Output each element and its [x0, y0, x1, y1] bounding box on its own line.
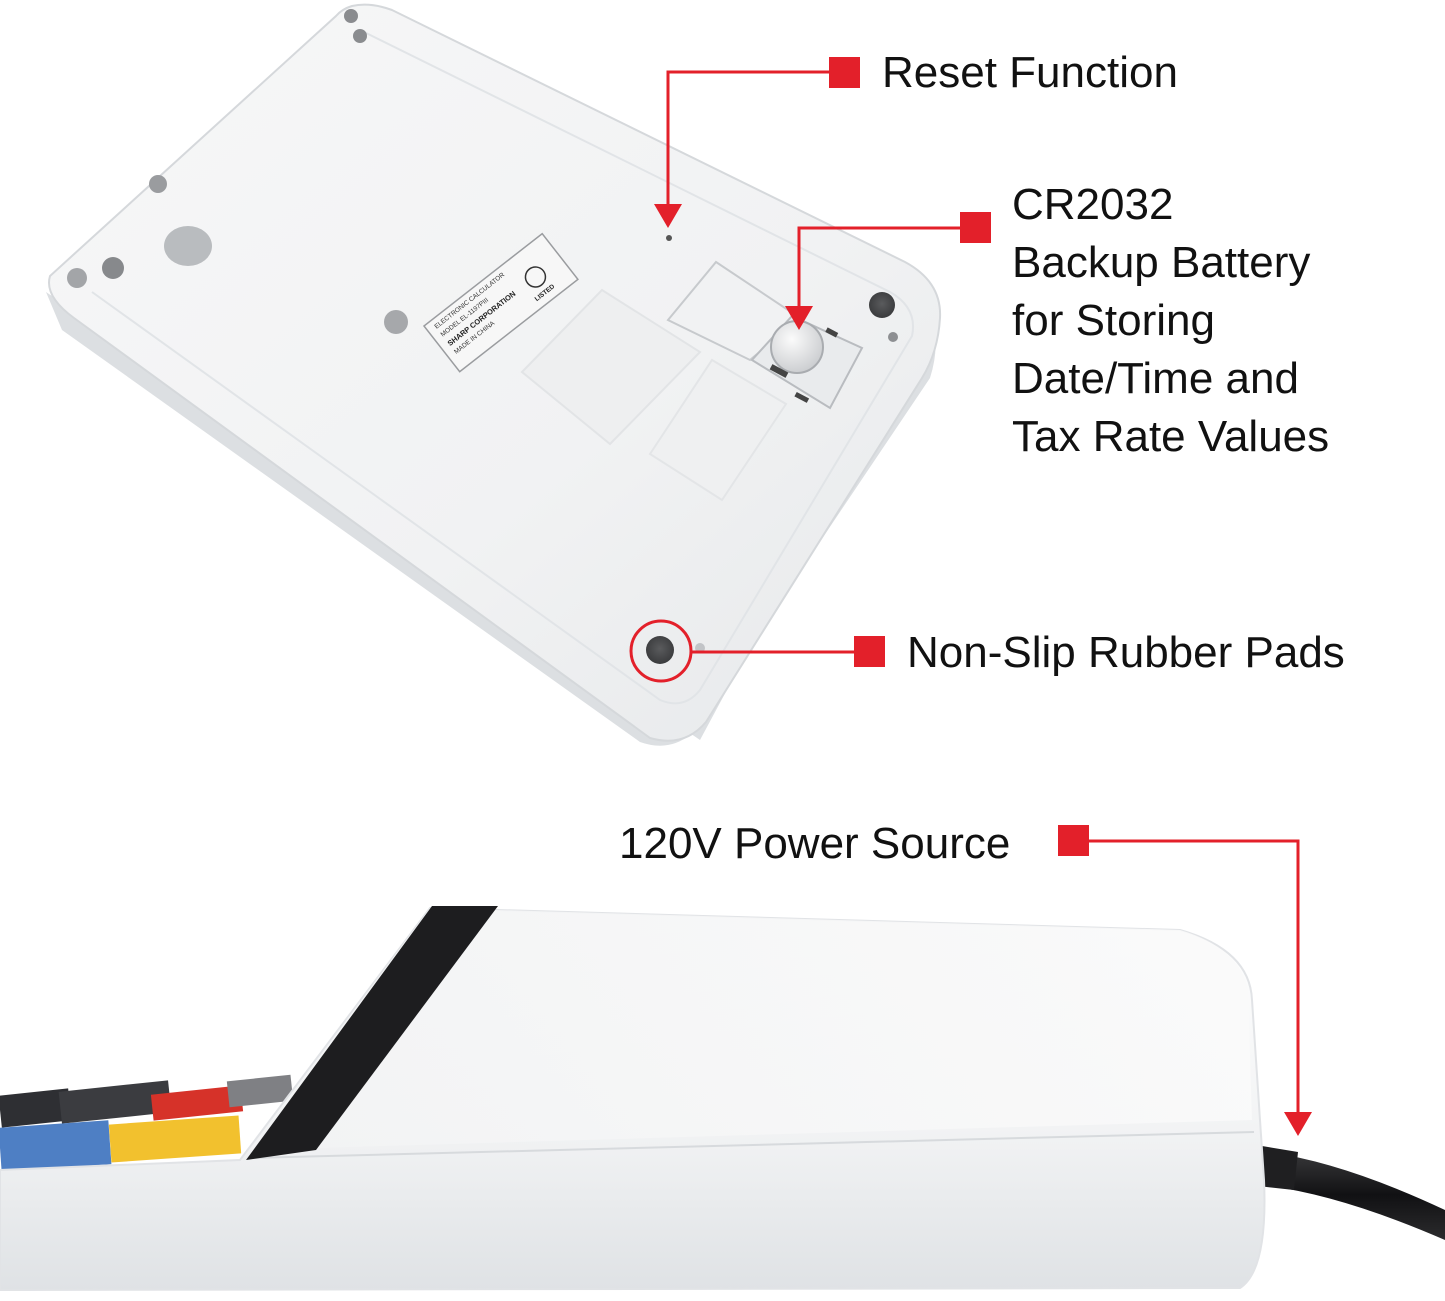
callout-reset	[654, 57, 860, 228]
screw-hole	[149, 175, 167, 193]
callout-power	[1058, 825, 1312, 1136]
ul-listed-mark	[524, 266, 547, 288]
callout-battery	[785, 212, 991, 330]
power-source-label: 120V Power Source	[619, 819, 1011, 868]
key-yellow	[108, 1115, 242, 1163]
backup-battery-label-line: Tax Rate Values	[1012, 412, 1330, 461]
callout-arrowhead	[1284, 1112, 1312, 1136]
display-bezel	[246, 906, 498, 1160]
callout-line	[797, 226, 976, 310]
side-seam	[249, 1131, 1255, 1159]
battery-clip	[794, 391, 810, 403]
rubber-pad-highlighted	[646, 636, 674, 664]
reset-hole	[666, 235, 672, 241]
cable-strain-relief	[1258, 1146, 1298, 1190]
callout-marker	[1058, 825, 1089, 856]
underside-rim	[91, 29, 914, 705]
callout-arrowhead	[654, 204, 682, 228]
rubber-pad	[869, 292, 895, 318]
callout-line	[666, 70, 845, 210]
rubber-pads-label: Non-Slip Rubber Pads	[907, 628, 1345, 677]
battery-clip	[769, 364, 789, 378]
calculator-side-view	[0, 906, 1445, 1292]
callout-marker	[854, 636, 885, 667]
callout-marker	[829, 57, 860, 88]
hanging-slot	[164, 226, 212, 266]
power-cable	[1248, 1150, 1445, 1240]
screw-hole	[102, 257, 124, 279]
callout-marker	[960, 212, 991, 243]
backup-battery-label-line: for Storing	[1012, 296, 1215, 345]
calculator-underside: ELECTRONIC CALCULATOR MODEL EL-1197PIII …	[46, 3, 942, 746]
callout-arrowhead	[785, 306, 813, 330]
reset-function-label: Reset Function	[882, 48, 1178, 97]
screw-hole	[353, 29, 367, 43]
underside-panel-right	[648, 358, 788, 502]
underside-body	[48, 3, 942, 742]
battery-clip	[825, 327, 839, 338]
cr2032-battery	[770, 320, 824, 374]
key-gray	[226, 1074, 294, 1108]
callout-line	[1074, 839, 1300, 1116]
side-top-surface	[250, 908, 1252, 1150]
backup-battery-label-line: Backup Battery	[1012, 238, 1311, 287]
battery-compartment	[666, 260, 864, 410]
underside-panel-left	[520, 288, 702, 446]
screw-hole	[344, 9, 358, 23]
key-dark	[58, 1080, 172, 1124]
key-red	[150, 1085, 244, 1121]
backup-battery-label: CR2032 Backup Battery for Storing Date/T…	[1012, 176, 1329, 466]
screw-hole	[384, 310, 408, 334]
callout-pads	[629, 619, 885, 683]
backup-battery-label-line: Date/Time and	[1012, 354, 1299, 403]
key-dark	[0, 1088, 72, 1128]
screw-hole	[67, 268, 87, 288]
screw-hole	[888, 332, 898, 342]
key-blue	[0, 1120, 112, 1172]
backup-battery-label-line: CR2032	[1012, 180, 1174, 229]
